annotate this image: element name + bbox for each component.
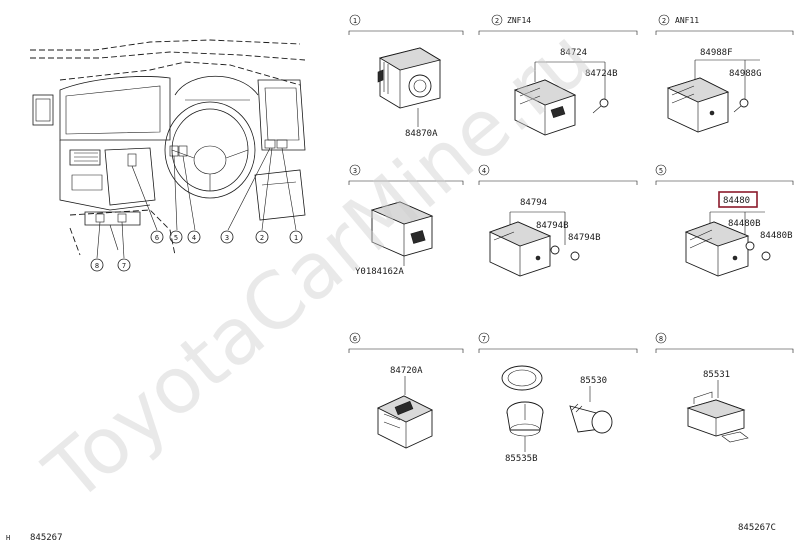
section-2-anf11-header: 2 ANF11 [655,14,794,35]
label-85535B[interactable]: 85535B [505,454,538,464]
screw-84794B-a [550,245,560,255]
callout-3[interactable]: 3 [220,230,234,244]
section-5-header: 5 [655,164,794,185]
screw-84480B-b [761,251,771,261]
label-84724B[interactable]: 84724B [585,69,618,79]
label-84480B-b[interactable]: 84480B [760,231,793,241]
svg-text:3: 3 [353,167,357,175]
label-84724[interactable]: 84724 [560,48,587,58]
svg-text:8: 8 [659,335,663,343]
callout-6[interactable]: 6 [150,230,164,244]
svg-text:2: 2 [495,17,499,25]
footer-left-mark: H [6,534,10,542]
section-1-header: 1 [348,14,464,35]
section-6-header: 6 [348,332,464,353]
section-8-header: 8 [655,332,794,353]
screw-84988G [733,98,749,113]
svg-text:5: 5 [659,167,663,175]
svg-text:4: 4 [192,234,196,242]
svg-text:ANF11: ANF11 [675,16,699,25]
callout-4[interactable]: 4 [187,230,201,244]
section-7-header: 7 [478,332,638,353]
part-84870A-drawing[interactable] [377,47,442,109]
callout-1[interactable]: 1 [289,230,303,244]
part-84480-drawing[interactable] [684,221,750,277]
section-4-header: 4 [478,164,638,185]
screw-84724B [592,98,609,114]
footer-left-code: 845267 [30,533,63,543]
svg-text:ZNF14: ZNF14 [507,16,531,25]
label-84988F[interactable]: 84988F [700,48,733,58]
screw-84794B-b [570,251,580,261]
part-85535B-drawing[interactable] [506,401,544,437]
callout-7[interactable]: 7 [117,258,131,272]
part-Y0184162A-drawing[interactable] [370,201,434,257]
part-84724-drawing[interactable] [513,79,577,136]
section-3-header: 3 [348,164,464,185]
part-84794-drawing[interactable] [488,221,552,277]
svg-text:6: 6 [155,234,159,242]
part-84720A-drawing[interactable] [376,395,434,449]
dashboard-overview: 6 5 4 3 2 1 8 7 [30,39,306,272]
label-84988G[interactable]: 84988G [729,69,762,79]
svg-text:1: 1 [353,17,357,25]
label-84794[interactable]: 84794 [520,198,547,208]
label-84480B-a[interactable]: 84480B [728,219,761,229]
svg-text:4: 4 [482,167,486,175]
part-85531-drawing[interactable] [686,391,749,443]
screw-84480B-a [745,241,755,251]
part-84988F-drawing[interactable] [666,77,730,133]
label-84794B-b[interactable]: 84794B [568,233,601,243]
svg-text:7: 7 [122,262,126,270]
svg-text:6: 6 [353,335,357,343]
part-85530-drawing[interactable] [501,365,613,434]
svg-text:2: 2 [662,17,666,25]
svg-text:2: 2 [260,234,264,242]
highlight-box [718,191,758,208]
label-85531[interactable]: 85531 [703,370,730,380]
label-85530[interactable]: 85530 [580,376,607,386]
svg-text:8: 8 [95,262,99,270]
callout-8[interactable]: 8 [90,258,104,272]
footer-right-code: 845267C [738,523,776,533]
label-84870A[interactable]: 84870A [405,129,438,139]
svg-text:3: 3 [225,234,229,242]
section-2-znf14-header: 2 ZNF14 [478,14,638,35]
label-84720A[interactable]: 84720A [390,366,423,376]
label-84794B-a[interactable]: 84794B [536,221,569,231]
label-Y0184162A[interactable]: Y0184162A [355,267,404,277]
callout-2[interactable]: 2 [255,230,269,244]
svg-text:5: 5 [174,234,178,242]
svg-text:1: 1 [294,234,298,242]
svg-text:7: 7 [482,335,486,343]
label-84480[interactable]: 84480 [723,196,750,206]
callout-5[interactable]: 5 [169,230,183,244]
